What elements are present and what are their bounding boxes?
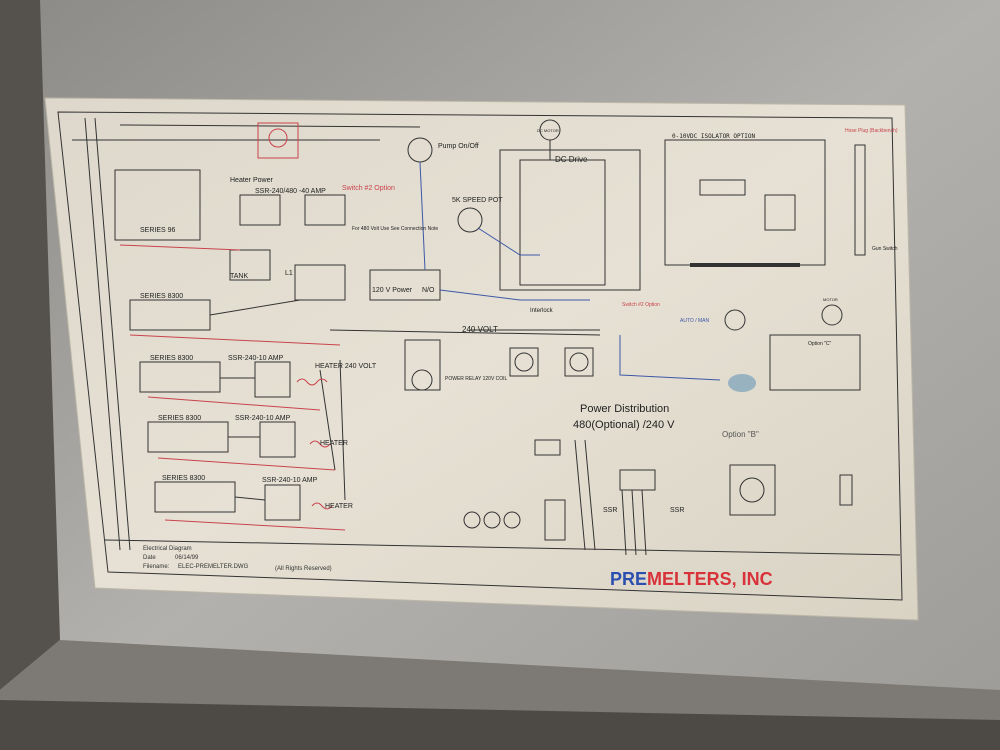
title-block-date-label: Date: [143, 555, 156, 561]
label-no: N/O: [422, 287, 435, 294]
title-block-file: ELEC-PREMELTER.DWG: [178, 564, 249, 570]
panel-left-edge: [0, 0, 60, 690]
brand-part2: MELTERS, INC: [647, 569, 773, 589]
diagram-sheet: [44, 97, 919, 621]
label-switch2-mid: Switch #2 Option: [622, 302, 660, 308]
label-heater-c: HEATER: [325, 503, 353, 510]
label-interlock: Interlock: [530, 308, 554, 314]
wiring: [72, 117, 866, 556]
label-120v-power: 120 V Power: [372, 287, 413, 294]
label-heater-power: Heater Power: [230, 177, 273, 184]
brand-part1: PRE: [610, 569, 647, 589]
title-block-heading: Electrical Diagram: [143, 546, 192, 552]
label-series-b: SERIES 8300: [150, 355, 193, 362]
red-wiring: [119, 122, 346, 531]
label-ssr10-c: SSR-240-10 AMP: [262, 477, 318, 484]
power-distribution-line2: 480(Optional) /240 V: [573, 419, 675, 431]
label-240-volt: 240 VOLT: [462, 325, 498, 334]
ink-stain: [728, 374, 756, 392]
label-dc-motor: DC MOTOR: [537, 128, 559, 133]
label-gun-switch: Gun Switch: [872, 246, 898, 252]
label-auto-man: AUTO / MAN: [680, 318, 709, 324]
label-series-a: SERIES 8300: [140, 293, 183, 300]
title-block-rights: (All Rights Reserved): [275, 566, 332, 572]
label-motor: MOTOR: [823, 297, 838, 302]
label-option-b: Option "B": [722, 430, 759, 439]
label-l1: L1: [285, 270, 293, 277]
label-tank: TANK: [230, 273, 248, 280]
power-distribution-line1: Power Distribution: [580, 403, 669, 415]
label-ssr10-a: SSR-240-10 AMP: [228, 355, 284, 362]
label-ssr-40: SSR-240/480 -40 AMP: [255, 188, 326, 195]
label-heater-240: HEATER 240 VOLT: [315, 363, 377, 370]
label-power-relay: POWER RELAY 120V COIL: [445, 376, 508, 382]
label-series-d: SERIES 8300: [162, 475, 205, 482]
label-isolator: 0-10VDC ISOLATOR OPTION: [672, 133, 755, 140]
label-ssr-left: SSR: [603, 507, 617, 514]
title-block: Electrical Diagram Date 06/14/99 Filenam…: [104, 539, 901, 572]
label-series-c: SERIES 8300: [158, 415, 201, 422]
label-heater-b: HEATER: [320, 440, 348, 447]
label-hose-plug: Hose Plug (Backbench): [845, 128, 898, 134]
label-dc-drive: DC Drive: [555, 155, 588, 164]
label-ssr-right: SSR: [670, 507, 684, 514]
label-switch2-top: Switch #2 Option: [342, 185, 395, 192]
brand-logo: PREMELTERS, INC: [610, 569, 773, 589]
label-series96: SERIES 96: [140, 227, 176, 234]
label-option-c: Option "C": [808, 341, 832, 347]
diagram-border: [57, 111, 903, 601]
label-ssr10-b: SSR-240-10 AMP: [235, 415, 291, 422]
title-block-date: 06/14/99: [175, 555, 199, 561]
panel-floor-shadow: [0, 700, 1000, 750]
label-for480: For 480 Volt Use See Connection Note: [352, 226, 438, 232]
label-pump: Pump On/Off: [438, 143, 479, 150]
title-block-file-label: Filename:: [143, 564, 170, 570]
label-speed-pot: 5K SPEED POT: [452, 197, 503, 204]
